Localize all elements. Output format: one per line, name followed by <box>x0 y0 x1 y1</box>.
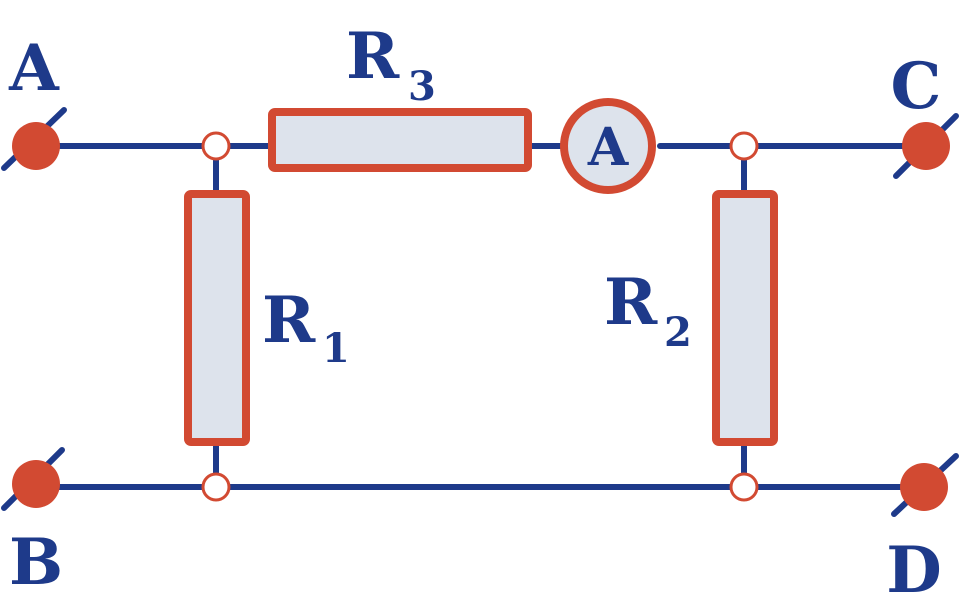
junction-node-top-right <box>729 131 759 161</box>
resistor-r1 <box>184 190 250 446</box>
resistor-r2 <box>712 190 778 446</box>
r1-label-subscript: 1 <box>322 325 350 372</box>
terminal-c <box>902 122 950 170</box>
terminal-a <box>12 122 60 170</box>
ammeter <box>560 98 656 194</box>
terminal-d <box>900 463 948 511</box>
resistor-r3 <box>268 108 532 172</box>
terminal-b-label: B <box>9 525 63 600</box>
terminal-c-label: C <box>891 49 942 124</box>
r1-label-letter: R <box>262 283 316 358</box>
ammeter-symbol: A <box>587 117 629 178</box>
junction-node-bottom-left <box>201 472 231 502</box>
terminal-b <box>12 460 60 508</box>
junction-node-top-left <box>201 131 231 161</box>
terminal-a-label: A <box>8 31 60 106</box>
junction-node-bottom-right <box>729 472 759 502</box>
r2-label-letter: R <box>604 265 658 340</box>
r3-label-letter: R <box>346 19 400 94</box>
r2-label-subscript: 2 <box>664 309 692 356</box>
r3-label-subscript: 3 <box>408 63 436 110</box>
terminal-d-label: D <box>886 533 942 608</box>
